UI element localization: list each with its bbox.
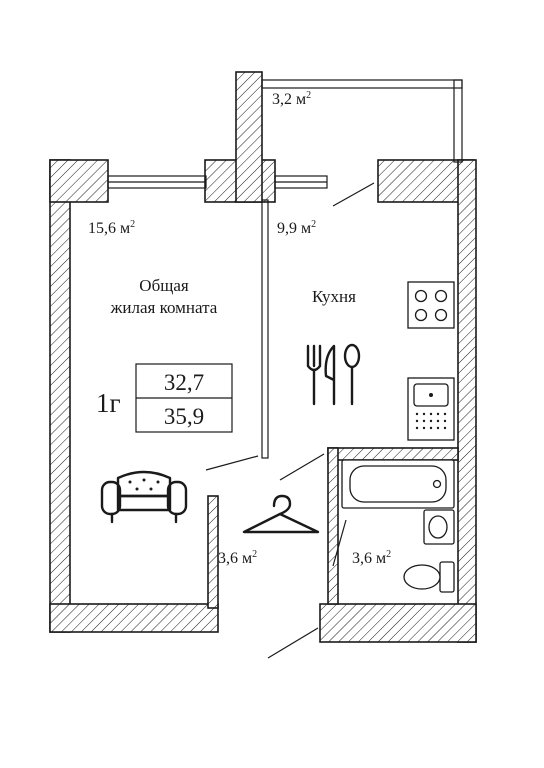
wall-right <box>457 159 477 643</box>
wall-bottom-left <box>49 603 219 633</box>
kitchen-name: Кухня <box>312 287 356 306</box>
bathroom-area-label: 3,6 м2 <box>352 549 391 567</box>
balcony-rail-top <box>261 79 463 89</box>
living-name-line2: жилая комната <box>110 298 218 317</box>
wall-balcony-left <box>235 71 263 203</box>
washbasin-icon <box>423 509 455 545</box>
living-name-line1: Общая <box>139 276 189 295</box>
balcony-rail-right <box>453 79 463 163</box>
wall-bathroom-top <box>327 447 459 461</box>
door-living <box>205 455 259 471</box>
walls <box>49 71 477 643</box>
wall-partition-living-kitchen <box>261 199 269 459</box>
door-kitchen <box>279 453 325 481</box>
wall-bottom-right <box>319 603 477 643</box>
sink-icon <box>407 377 455 441</box>
balcony-area-label: 3,2 м2 <box>272 90 311 108</box>
wall-top-left <box>49 159 109 203</box>
area-living-value: 32,7 <box>164 370 204 395</box>
kitchen-area-label: 9,9 м2 <box>277 219 316 237</box>
wall-bathroom-left <box>327 447 339 605</box>
plan-type-label: 1г <box>96 388 121 418</box>
wall-hall-partition <box>207 495 219 609</box>
stove-icon <box>407 281 455 329</box>
balcony <box>261 79 463 207</box>
hanger-icon <box>242 494 320 534</box>
doors <box>205 453 347 659</box>
wall-left <box>49 159 71 633</box>
sofa-icon <box>100 470 188 524</box>
door-entrance <box>267 627 319 659</box>
living-area-label: 15,6 м2 <box>88 219 135 237</box>
balcony-door <box>332 182 375 207</box>
area-total-value: 35,9 <box>164 404 204 429</box>
windows <box>107 175 328 189</box>
door-bathroom <box>332 519 347 567</box>
cutlery-icon <box>306 343 361 406</box>
bathtub-icon <box>341 459 455 509</box>
toilet-icon <box>403 561 455 593</box>
hall-area-label: 3,6 м2 <box>218 549 257 567</box>
